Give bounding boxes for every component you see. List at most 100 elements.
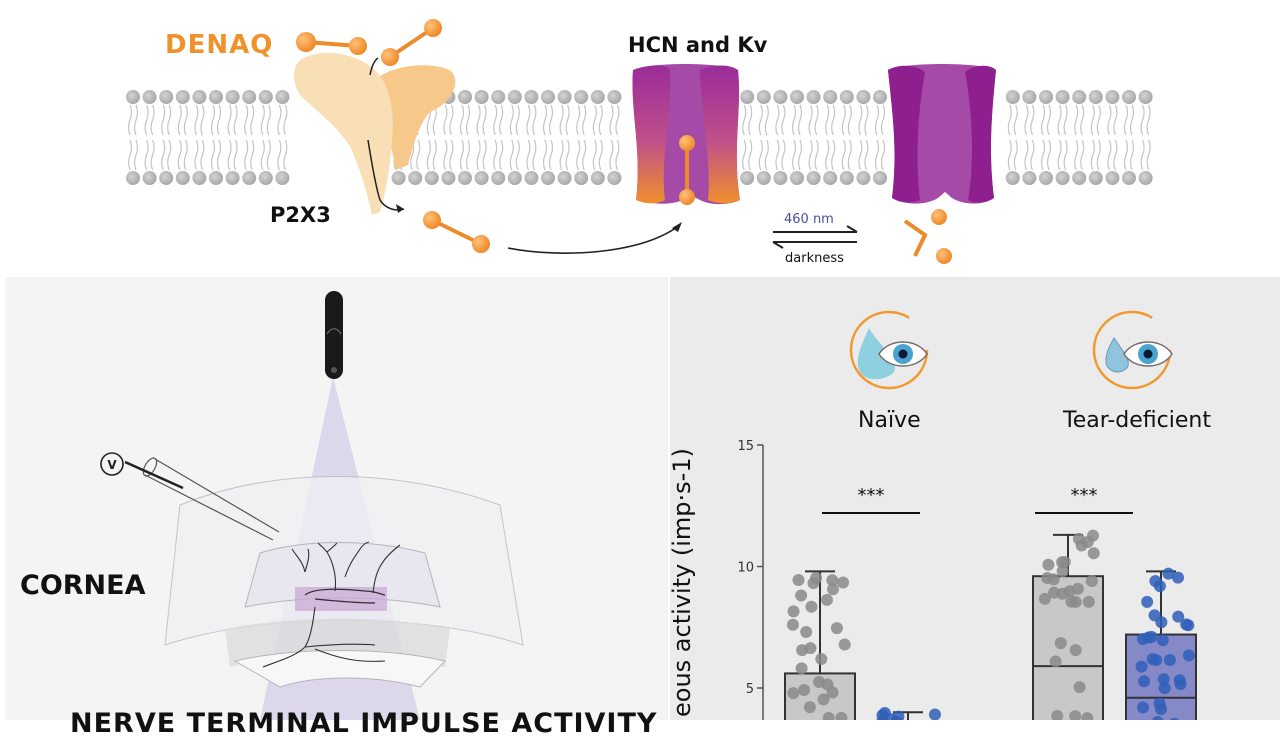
lipid-tail bbox=[210, 104, 216, 136]
lipid-tail bbox=[183, 139, 188, 171]
membrane-illustration bbox=[126, 19, 1153, 264]
lipid-head bbox=[258, 171, 273, 185]
lipid-head bbox=[541, 90, 555, 104]
lipid-tail bbox=[449, 104, 454, 136]
data-point bbox=[1051, 710, 1064, 723]
lipid-tail bbox=[167, 139, 172, 171]
voltmeter-symbol: V bbox=[107, 458, 117, 472]
lipid-tail bbox=[532, 139, 537, 171]
data-point bbox=[1071, 582, 1084, 595]
lipid-tail bbox=[1007, 104, 1012, 136]
data-point bbox=[1136, 701, 1149, 714]
lipid-tail bbox=[764, 104, 769, 136]
y-tick-label: 15 bbox=[737, 439, 754, 454]
lipid-head bbox=[458, 171, 472, 185]
data-point bbox=[795, 662, 808, 675]
data-point bbox=[1157, 673, 1170, 686]
lipid-tail bbox=[1030, 139, 1035, 171]
lipid-tail bbox=[1057, 104, 1062, 136]
data-point bbox=[1085, 575, 1098, 588]
lipid-tail bbox=[864, 104, 869, 136]
lipid-tail bbox=[150, 139, 155, 171]
data-point bbox=[826, 686, 839, 699]
transport-arrow bbox=[507, 224, 681, 254]
lipid-tail bbox=[244, 139, 249, 171]
lipid-tail bbox=[874, 139, 880, 171]
data-point bbox=[820, 593, 833, 606]
lipid-head bbox=[1122, 171, 1136, 185]
darkness-label: darkness bbox=[785, 251, 844, 266]
lipid-head bbox=[823, 90, 838, 104]
lipid-tail bbox=[1146, 139, 1151, 171]
light-source-icon bbox=[325, 291, 343, 379]
data-point bbox=[826, 574, 839, 587]
lipid-tail bbox=[758, 139, 763, 171]
eye-dry-tear-icon bbox=[1092, 310, 1173, 390]
y-tick-label: 10 bbox=[737, 561, 754, 576]
lipid-tail bbox=[194, 104, 199, 136]
data-point bbox=[1182, 649, 1195, 662]
lipid-tail bbox=[216, 139, 222, 171]
lipid-head bbox=[507, 171, 522, 185]
lipid-head bbox=[740, 90, 755, 104]
lipid-tail bbox=[858, 139, 863, 171]
lipid-tail bbox=[1024, 104, 1029, 136]
y-axis-label: eous activity (imp·s-1) bbox=[668, 448, 696, 717]
lipid-tail bbox=[250, 139, 255, 171]
hcn-kv-label: HCN and Kv bbox=[628, 33, 768, 57]
lipid-tail bbox=[841, 104, 846, 136]
lipid-head bbox=[507, 90, 522, 104]
data-point bbox=[1082, 595, 1095, 608]
lipid-head bbox=[242, 171, 257, 185]
lipid-head bbox=[756, 90, 771, 104]
data-point bbox=[1042, 558, 1055, 571]
lipid-tail bbox=[582, 104, 587, 136]
lipid-tail bbox=[1107, 139, 1112, 171]
lipid-head bbox=[607, 90, 622, 104]
lipid-tail bbox=[808, 139, 813, 171]
lipid-head bbox=[1138, 90, 1153, 104]
lipid-tail bbox=[1040, 104, 1046, 136]
lipid-tail bbox=[482, 139, 487, 171]
data-point bbox=[815, 652, 828, 665]
lipid-tail bbox=[150, 104, 155, 136]
lipid-tail bbox=[742, 104, 747, 136]
data-point bbox=[798, 684, 811, 697]
denaq-molecule-bent-icon bbox=[903, 209, 952, 264]
lipid-tail bbox=[509, 104, 514, 136]
lipid-head bbox=[1022, 90, 1037, 104]
lipid-tail bbox=[1096, 139, 1101, 171]
lipid-tail bbox=[283, 104, 288, 136]
lipid-tail bbox=[1096, 104, 1101, 136]
lipid-tail bbox=[127, 104, 133, 136]
data-point bbox=[826, 583, 839, 596]
lipid-tail bbox=[791, 139, 797, 171]
lipid-head bbox=[790, 171, 804, 185]
lipid-tail bbox=[1063, 139, 1068, 171]
lipid-tail bbox=[532, 104, 537, 136]
lipid-head bbox=[839, 90, 854, 104]
data-point bbox=[803, 701, 816, 714]
lipid-tail bbox=[133, 104, 139, 136]
lipid-tail bbox=[831, 104, 836, 136]
voltmeter-icon bbox=[100, 452, 124, 476]
lipid-tail bbox=[542, 104, 548, 136]
lipid-tail bbox=[1107, 104, 1112, 136]
data-point bbox=[1158, 682, 1171, 695]
lipid-tail bbox=[548, 104, 554, 136]
lipid-head bbox=[275, 171, 290, 185]
lipid-head bbox=[574, 90, 589, 104]
lipid-tail bbox=[1063, 104, 1068, 136]
lipid-tail bbox=[133, 139, 139, 171]
lipid-tail bbox=[880, 104, 886, 136]
lipid-tail bbox=[576, 139, 581, 171]
lipid-tail bbox=[609, 139, 614, 171]
recording-electrode-icon bbox=[100, 452, 280, 541]
data-point bbox=[1148, 609, 1161, 622]
data-point bbox=[1058, 556, 1071, 569]
lipid-tails bbox=[127, 104, 1151, 171]
lipid-tail bbox=[548, 139, 554, 171]
lipid-head bbox=[209, 90, 223, 104]
lipid-tail bbox=[775, 139, 780, 171]
lipid-head bbox=[1055, 90, 1070, 104]
